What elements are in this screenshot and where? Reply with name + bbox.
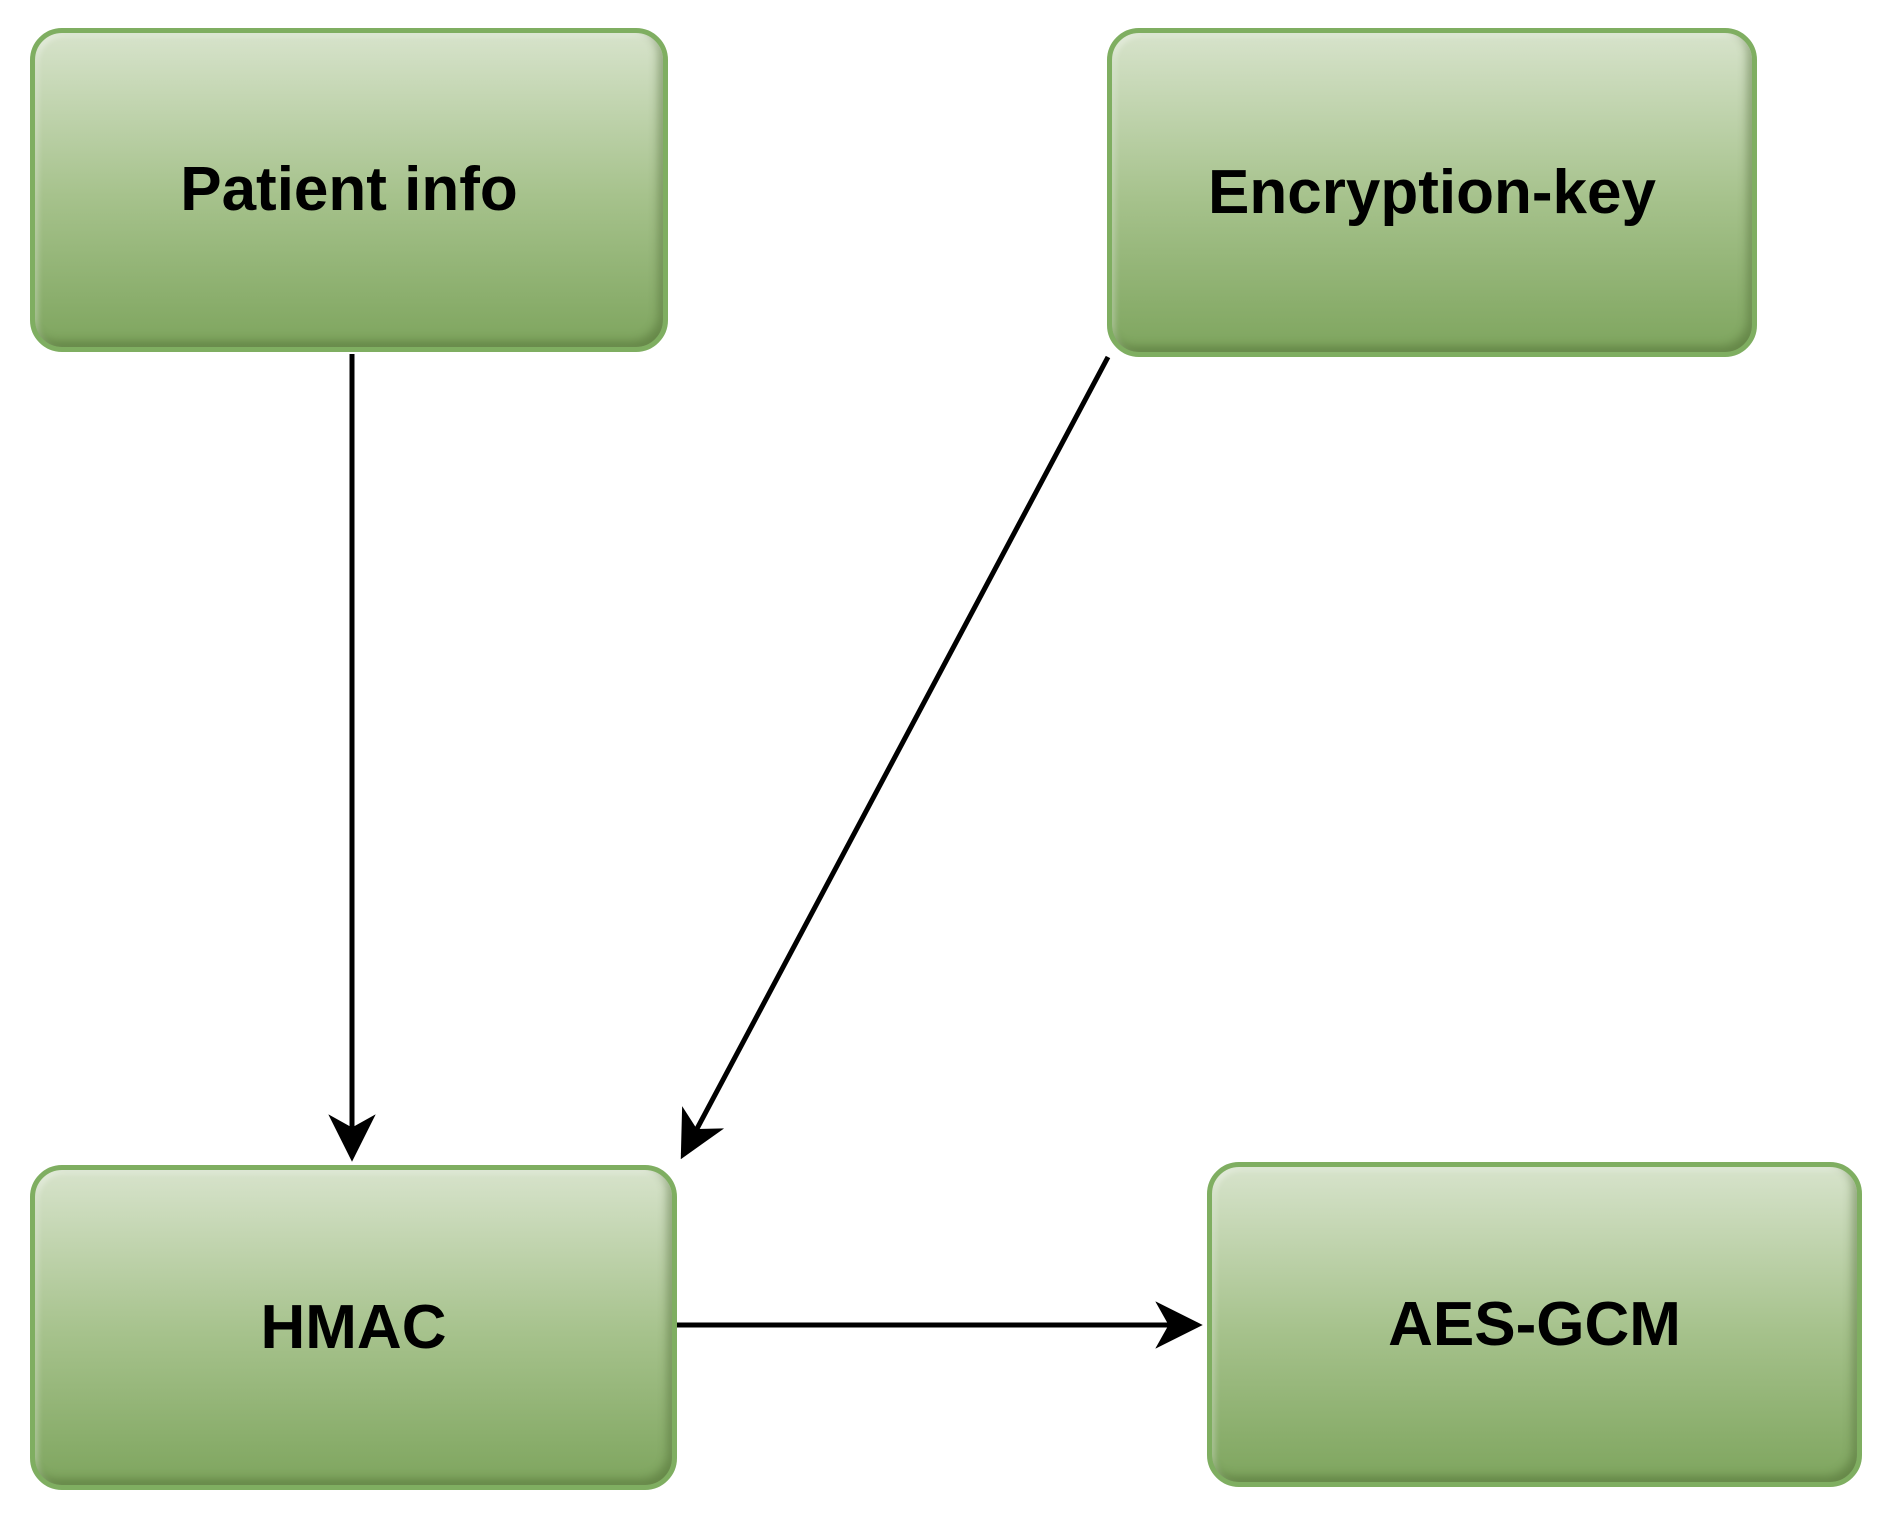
node-hmac-label: HMAC — [260, 1292, 447, 1362]
node-aes-gcm: AES-GCM — [1207, 1162, 1862, 1487]
node-hmac: HMAC — [30, 1165, 677, 1490]
node-patient-info-label: Patient info — [180, 155, 518, 224]
node-patient-info: Patient info — [30, 28, 668, 352]
node-encryption-key: Encryption-key — [1107, 28, 1757, 357]
arrow-encryption-key-to-hmac — [680, 355, 1111, 1160]
node-aes-gcm-label: AES-GCM — [1388, 1289, 1681, 1359]
node-encryption-key-label: Encryption-key — [1208, 157, 1656, 227]
